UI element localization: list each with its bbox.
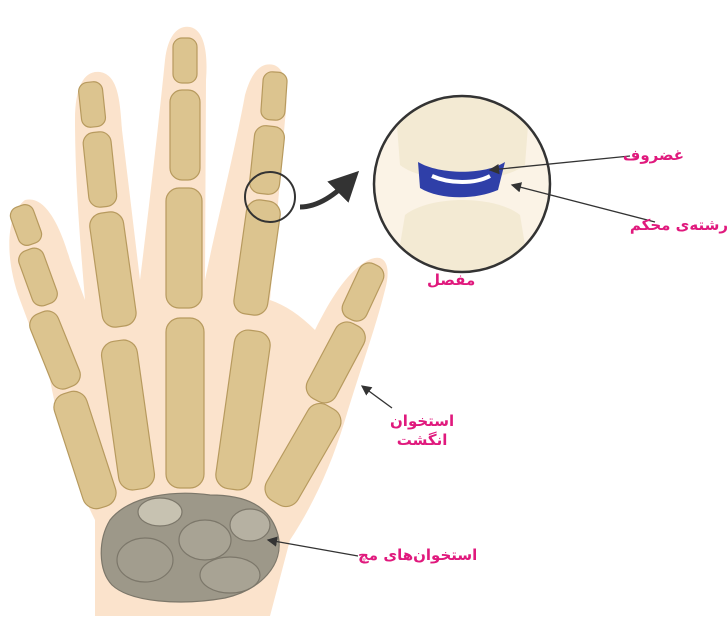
finger-bone-label: استخوان انگشت — [390, 412, 454, 450]
joint-magnified-view — [374, 93, 550, 276]
finger-bone-label-line2: انگشت — [390, 431, 454, 450]
zoom-arrow — [300, 178, 352, 207]
joint-label: مفصل — [427, 271, 475, 290]
finger-bone-pointer — [362, 386, 392, 408]
wrist-bones-label: استخوان‌های مچ — [358, 546, 477, 565]
ligament-label: رشته‌ی محکم — [630, 216, 728, 235]
wrist-bones — [101, 493, 279, 602]
cartilage-label: غضروف — [623, 146, 684, 165]
finger-bone-label-line1: استخوان — [390, 412, 454, 431]
